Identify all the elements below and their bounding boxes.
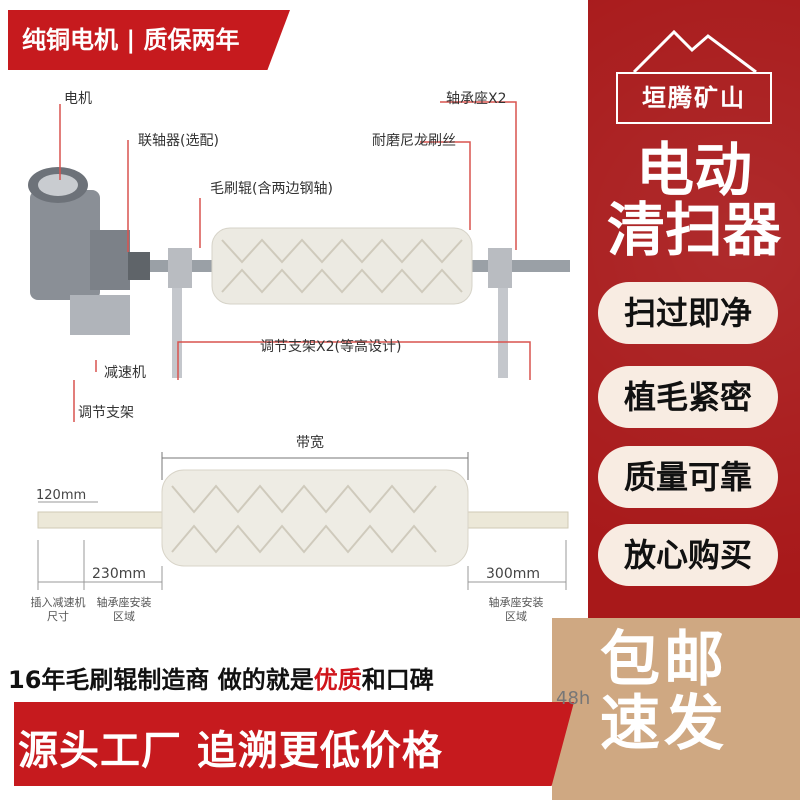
promo-title: 包邮 速发 (600, 628, 728, 756)
product-diagram-top (28, 101, 570, 422)
label-dim-300: 300mm (486, 566, 540, 582)
feature-pill-2: 植毛紧密 (598, 366, 778, 428)
label-dim-230: 230mm (92, 566, 146, 582)
label-brush-roll: 毛刷辊(含两边钢轴) (210, 181, 333, 197)
coupling-icon (128, 252, 150, 280)
feature-pill-3: 质量可靠 (598, 446, 778, 508)
dimension-lines (37, 501, 567, 590)
feature-pill-1: 扫过即净 (598, 282, 778, 344)
slogan-prefix: 16年毛刷辊制造商 做的就是 (8, 666, 314, 694)
lower-brush-roll-icon (161, 469, 469, 567)
label-insert-reducer: 插入减速机尺寸 (30, 596, 86, 623)
slogan-highlight: 优质 (313, 666, 362, 694)
slogan-suffix: 和口碑 (361, 666, 434, 694)
mountain-logo-icon (632, 29, 757, 74)
delivery-hours: 48h (556, 688, 591, 709)
bearing-seat-left-icon (168, 248, 192, 378)
bearing-seat-right-icon (488, 248, 512, 378)
label-adjust-bracket: 调节支架 (78, 405, 134, 421)
label-bearing-area-left: 轴承座安装区域 (96, 596, 152, 623)
label-bearing-seat: 轴承座X2 (446, 91, 507, 107)
label-coupling: 联轴器(选配) (138, 133, 219, 149)
top-banner: 纯铜电机 | 质保两年 (8, 10, 290, 70)
promo-corner (552, 618, 800, 800)
label-nylon-bristle: 耐磨尼龙刷丝 (372, 133, 456, 149)
brand-name: 垣腾矿山 (616, 72, 772, 124)
promo-title-line2: 速发 (600, 689, 728, 759)
label-belt-width: 带宽 (296, 435, 324, 451)
label-bearing-area-right: 轴承座安装区域 (488, 596, 544, 623)
feature-pill-4: 放心购买 (598, 524, 778, 586)
bottom-red-bar (14, 702, 574, 786)
main-title-line2: 清扫器 (606, 196, 781, 264)
product-diagram-bottom (37, 452, 569, 590)
motor-icon (28, 167, 130, 335)
label-adjust-bracket-x2: 调节支架X2(等高设计) (260, 339, 402, 355)
brush-roll-icon (211, 227, 473, 305)
promo-title-line1: 包邮 (600, 625, 728, 695)
leader-lines (59, 101, 531, 422)
label-reducer: 减速机 (104, 365, 146, 381)
bottom-slogan-1: 16年毛刷辊制造商 做的就是优质和口碑 (8, 660, 434, 695)
main-title-line1: 电动 (635, 136, 752, 204)
bottom-slogan-2: 源头工厂 追溯更低价格 (18, 728, 443, 774)
label-motor: 电机 (64, 91, 92, 107)
label-dim-120: 120mm (36, 488, 87, 503)
